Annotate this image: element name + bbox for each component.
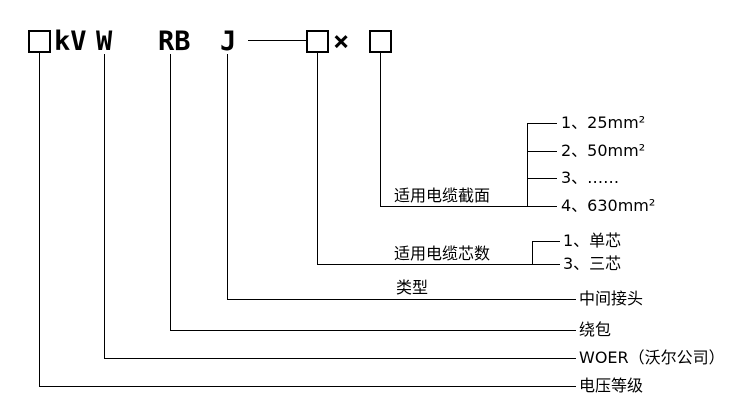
woer-leader-hline [104,358,576,359]
wrap-leader-hline [170,330,576,331]
multiply-sign: × [333,26,350,57]
section-bracket-vline [527,123,528,207]
cores-option-2: 3、三芯 [563,254,622,273]
section-option-1: 1、25mm² [561,113,646,132]
joint-code-letter: J [220,26,237,57]
section-caption: 适用电缆截面 [394,186,491,205]
joint-connector-vline [227,54,228,299]
wrap-connector-vline [170,54,171,330]
voltage-label: 电压等级 [579,376,644,395]
section-connector-vline [380,52,381,206]
cores-option-1: 1、单芯 [563,231,622,250]
manufacturer-code-letter: W [96,26,113,57]
wrap-label: 绕包 [579,320,612,339]
section-option-3: 3、…… [561,168,620,187]
woer-label: WOER（沃尔公司） [579,348,725,367]
cores-caption: 适用电缆芯数 [394,244,491,263]
section-tick-2 [527,151,557,152]
voltage-value-box [28,30,51,53]
cores-connector-vline [317,52,318,264]
type-caption: 类型 [396,278,429,297]
section-tick-3 [527,178,557,179]
voltage-leader-hline [39,386,576,387]
section-leader-hline [380,206,557,207]
cores-tick-1 [532,241,560,242]
section-option-4: 4、630mm² [561,196,656,215]
section-value-box [369,30,392,53]
voltage-connector-vline [39,52,40,386]
section-option-2: 2、50mm² [561,141,646,160]
cores-leader-hline [317,264,560,265]
section-tick-1 [527,123,557,124]
cores-value-box [306,30,329,53]
woer-connector-vline [104,54,105,358]
kv-unit-label: kV [54,26,87,57]
joint-label: 中间接头 [579,289,644,308]
code-dash-line [248,40,306,41]
cores-bracket-vline [532,241,533,264]
wrap-code-letters: RB [158,26,191,57]
joint-leader-hline [227,299,576,300]
